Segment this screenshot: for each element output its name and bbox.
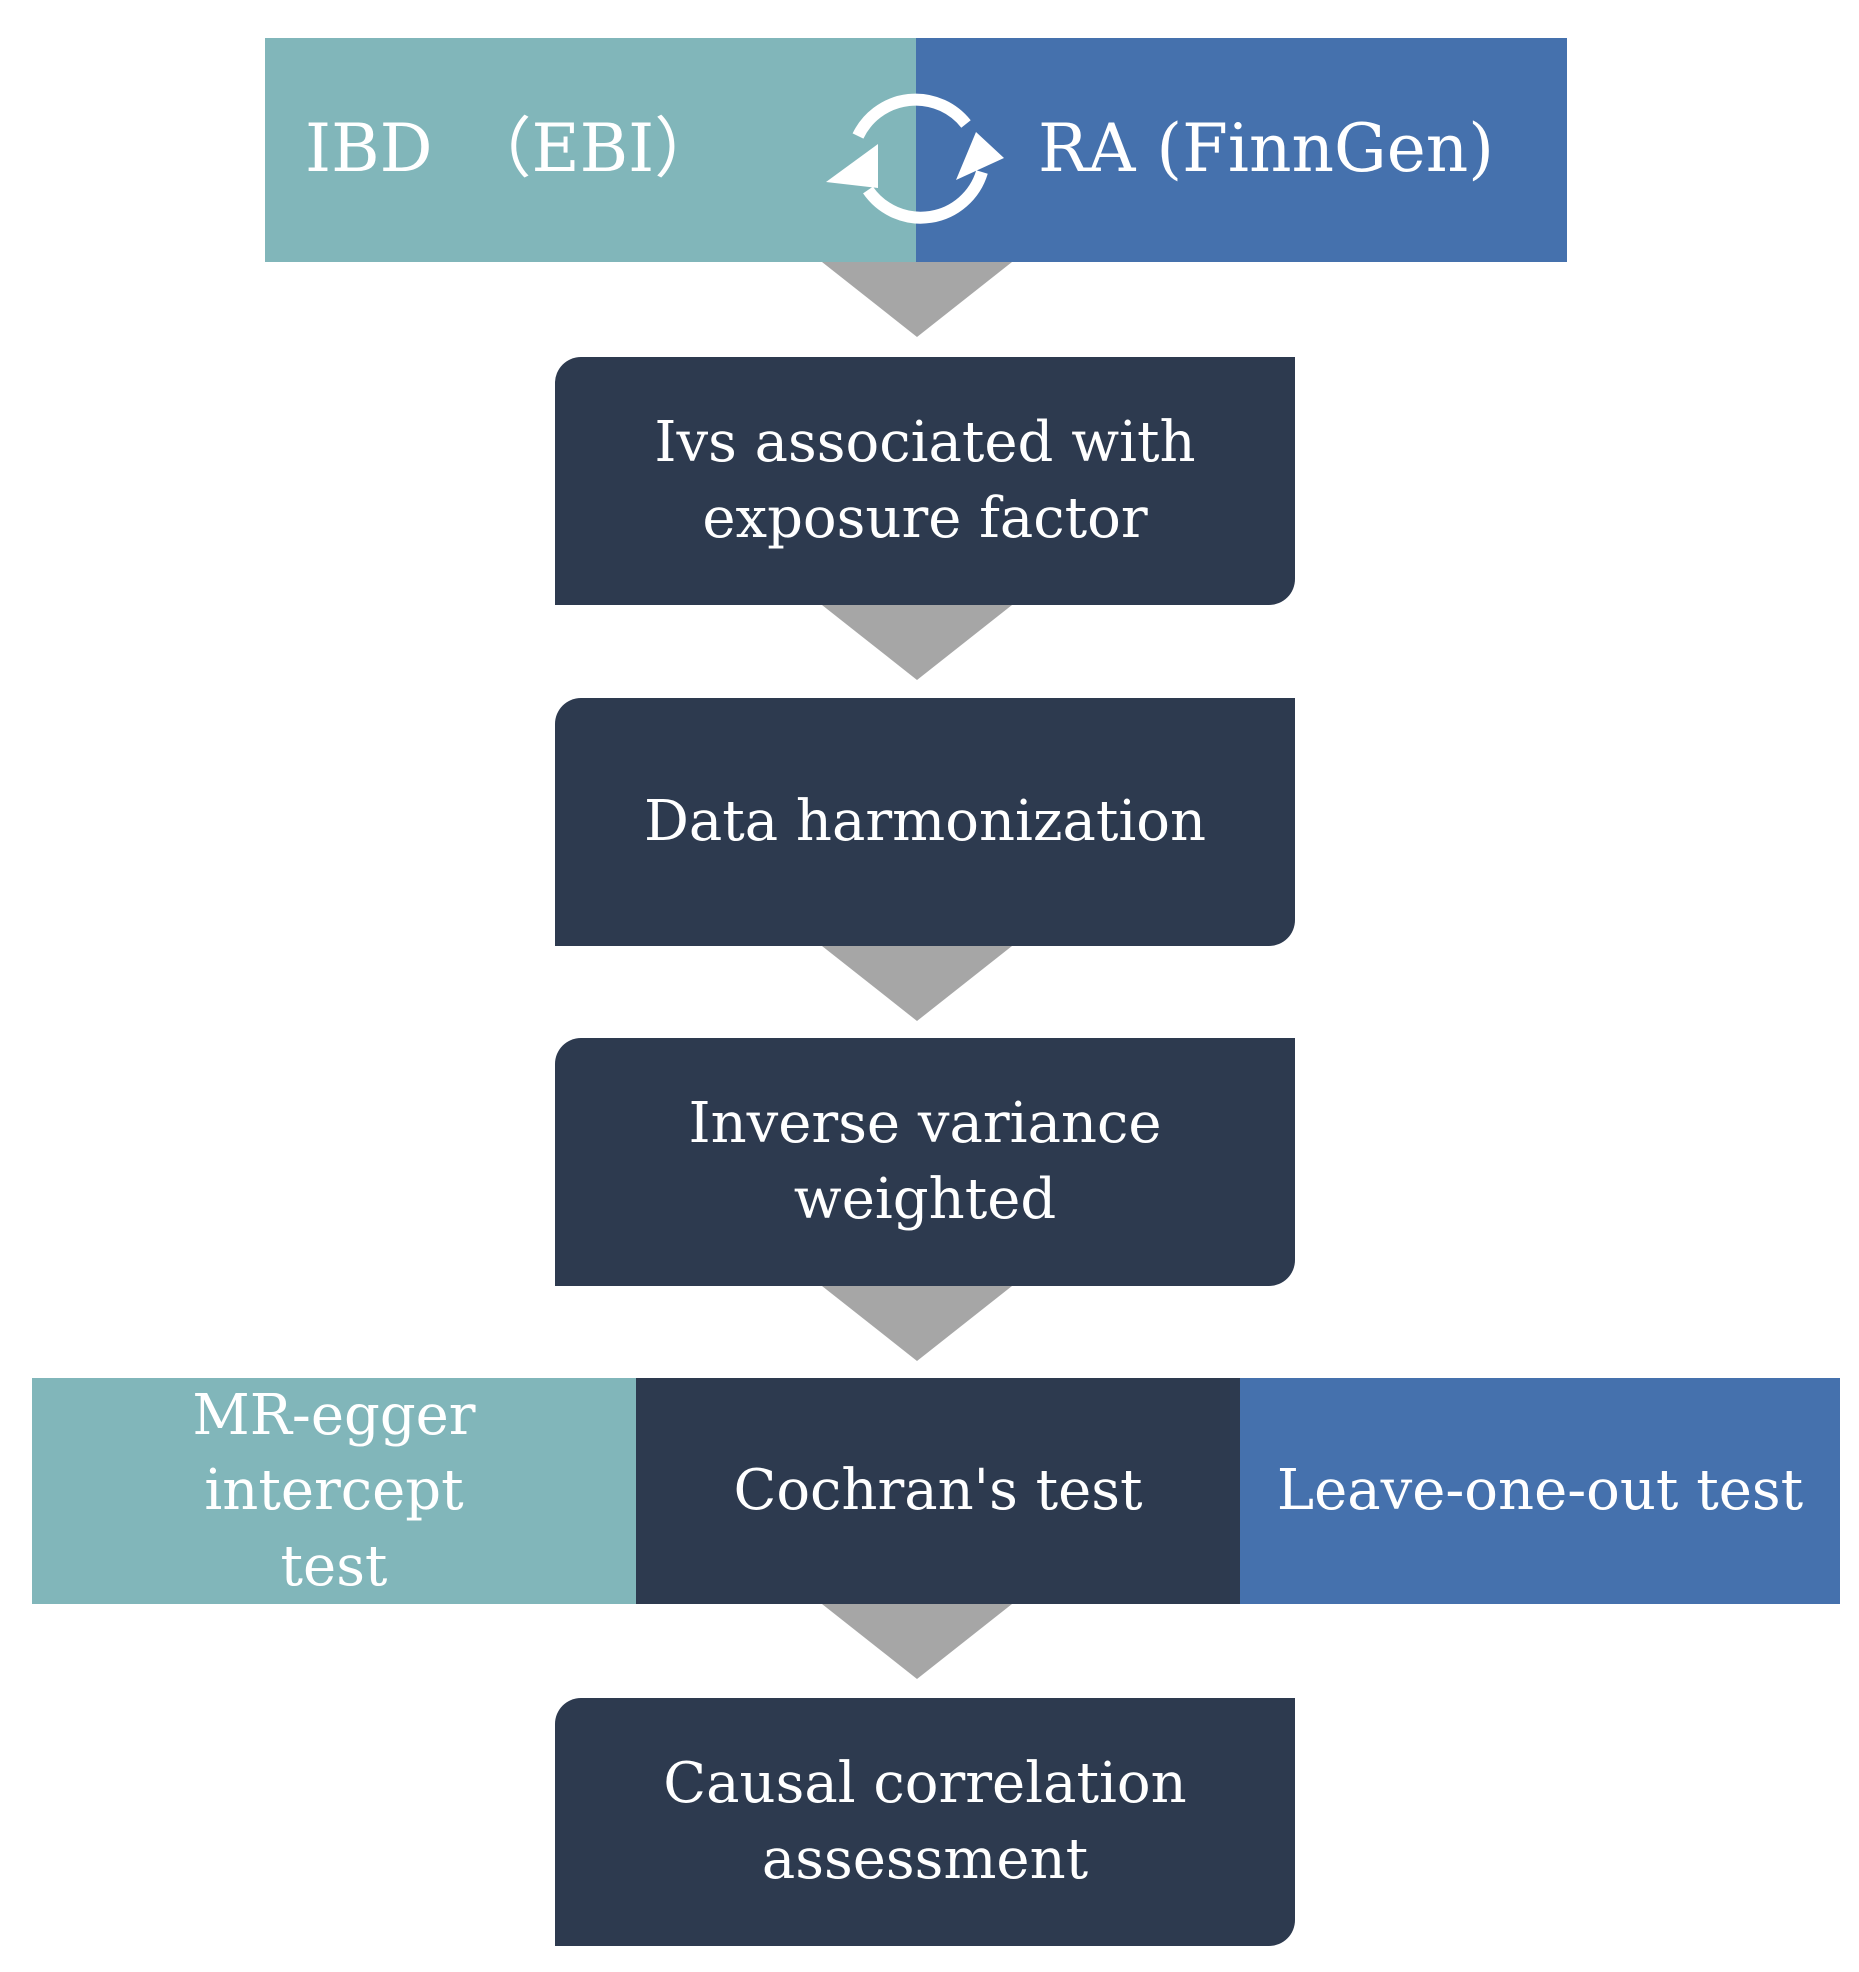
cochran-test-label: Cochran's test	[733, 1458, 1143, 1524]
step-causal-assessment: Causal correlation assessment	[555, 1698, 1295, 1946]
bidirectional-cycle-arrows-icon	[826, 93, 1004, 224]
exposure-panel	[265, 38, 916, 262]
flow-arrow-1	[822, 262, 1012, 337]
outcome-label: RA (FinnGen)	[1038, 110, 1495, 187]
flow-arrow-5	[822, 1604, 1012, 1679]
step-ivs-selection: Ivs associated with exposure factor	[555, 357, 1295, 605]
step-data-harmonization-label: Data harmonization	[643, 789, 1207, 855]
mr-egger-test-label: MR-egger intercept test	[192, 1382, 476, 1599]
step-ivs-selection-label: Ivs associated with exposure factor	[654, 410, 1196, 551]
mr-egger-test-panel: MR-egger intercept test	[32, 1378, 636, 1604]
step-causal-assessment-label: Causal correlation assessment	[663, 1751, 1187, 1892]
leave-one-out-test-panel: Leave-one-out test	[1240, 1378, 1840, 1604]
step-ivw: Inverse variance weighted	[555, 1038, 1295, 1286]
step-ivw-label: Inverse variance weighted	[688, 1091, 1162, 1232]
leave-one-out-test-label: Leave-one-out test	[1276, 1458, 1804, 1524]
flow-arrow-2	[822, 605, 1012, 680]
outcome-panel	[916, 38, 1567, 262]
cochran-test-panel: Cochran's test	[636, 1378, 1240, 1604]
exposure-label: IBD （EBI）	[305, 110, 721, 187]
flow-arrow-3	[822, 946, 1012, 1021]
step-data-harmonization: Data harmonization	[555, 698, 1295, 946]
flow-arrow-4	[822, 1286, 1012, 1361]
